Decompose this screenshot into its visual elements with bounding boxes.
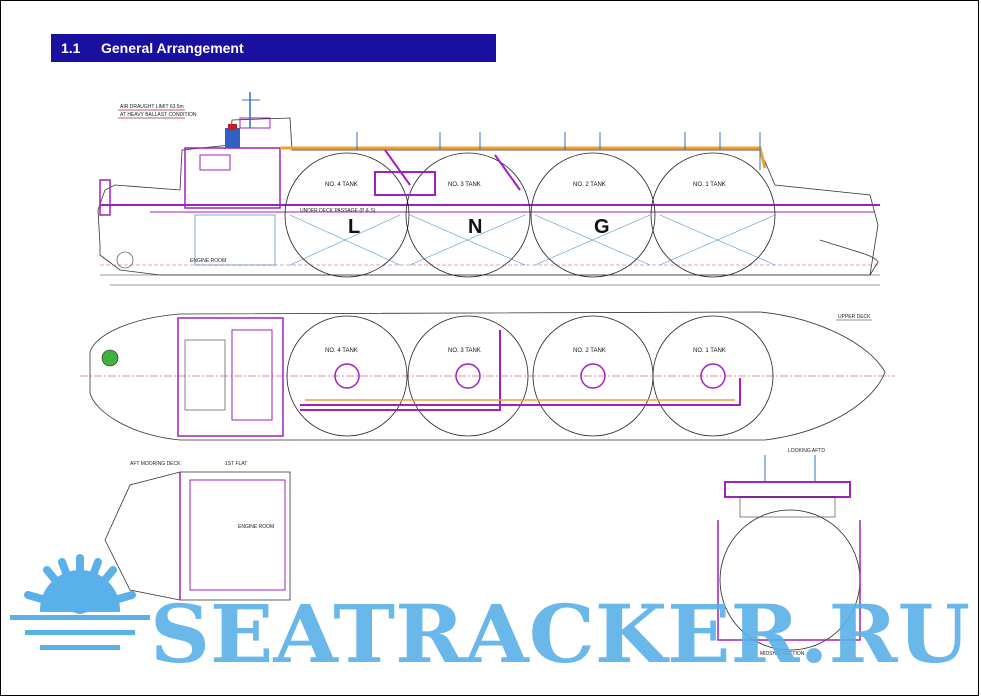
profile-view: AIR DRAUGHT LIMIT 63.5m AT HEAVY BALLAST… bbox=[97, 92, 880, 286]
plan-tanks: NO. 4 TANK NO. 3 TANK NO. 2 TANK NO. 1 T… bbox=[286, 315, 774, 437]
profile-tanks: NO. 4 TANK NO. 3 TANK NO. 2 TANK NO. 1 T… bbox=[284, 152, 776, 278]
plan-tank-label: NO. 2 TANK bbox=[573, 348, 606, 354]
section-header: 1.1 General Arrangement bbox=[51, 34, 496, 62]
plan-tank-label: NO. 3 TANK bbox=[448, 348, 481, 354]
first-flat-label: 1ST FLAT bbox=[225, 461, 247, 467]
watermark-text: SEATRACKER.RU bbox=[150, 587, 970, 681]
midship-section-label: MIDSHIP SECTION bbox=[760, 651, 805, 657]
profile-tank-label: NO. 2 TANK bbox=[573, 182, 606, 188]
plan-tank-label: NO. 1 TANK bbox=[693, 348, 726, 354]
profile-tank-label: NO. 4 TANK bbox=[325, 182, 358, 188]
lower-plan-view: AFT MOORING DECK 1ST FLAT ENGINE ROOM bbox=[104, 461, 291, 601]
section-title: General Arrangement bbox=[101, 40, 244, 56]
engine-room-label: ENGINE ROOM bbox=[190, 258, 226, 264]
hull-letter: L bbox=[348, 216, 360, 238]
looking-aftd-label: LOOKING AFTD bbox=[788, 448, 825, 454]
hull-letter: N bbox=[468, 216, 482, 238]
aft-mooring-deck-label: AFT MOORING DECK bbox=[130, 461, 181, 467]
air-draught-note: AIR DRAUGHT LIMIT 63.5m bbox=[120, 104, 184, 110]
upper-deck-label: UPPER DECK bbox=[838, 314, 871, 320]
profile-tank-label: NO. 3 TANK bbox=[448, 182, 481, 188]
sun-logo-icon bbox=[10, 554, 150, 662]
under-deck-passage-label: UNDER DECK PASSAGE (P & S) bbox=[300, 208, 376, 214]
hull-letter: G bbox=[594, 216, 610, 238]
midship-section: LOOKING AFTD MIDSHIP SECTION bbox=[717, 448, 861, 657]
profile-tank-label: NO. 1 TANK bbox=[693, 182, 726, 188]
plan-view: NO. 4 TANK NO. 3 TANK NO. 2 TANK NO. 1 T… bbox=[80, 311, 895, 441]
watermark: SEATRACKER.RU bbox=[10, 554, 970, 681]
section-number: 1.1 bbox=[61, 40, 81, 56]
lower-engine-room-label: ENGINE ROOM bbox=[238, 524, 274, 530]
plan-tank-label: NO. 4 TANK bbox=[325, 348, 358, 354]
ballast-note: AT HEAVY BALLAST CONDITION bbox=[120, 112, 197, 118]
